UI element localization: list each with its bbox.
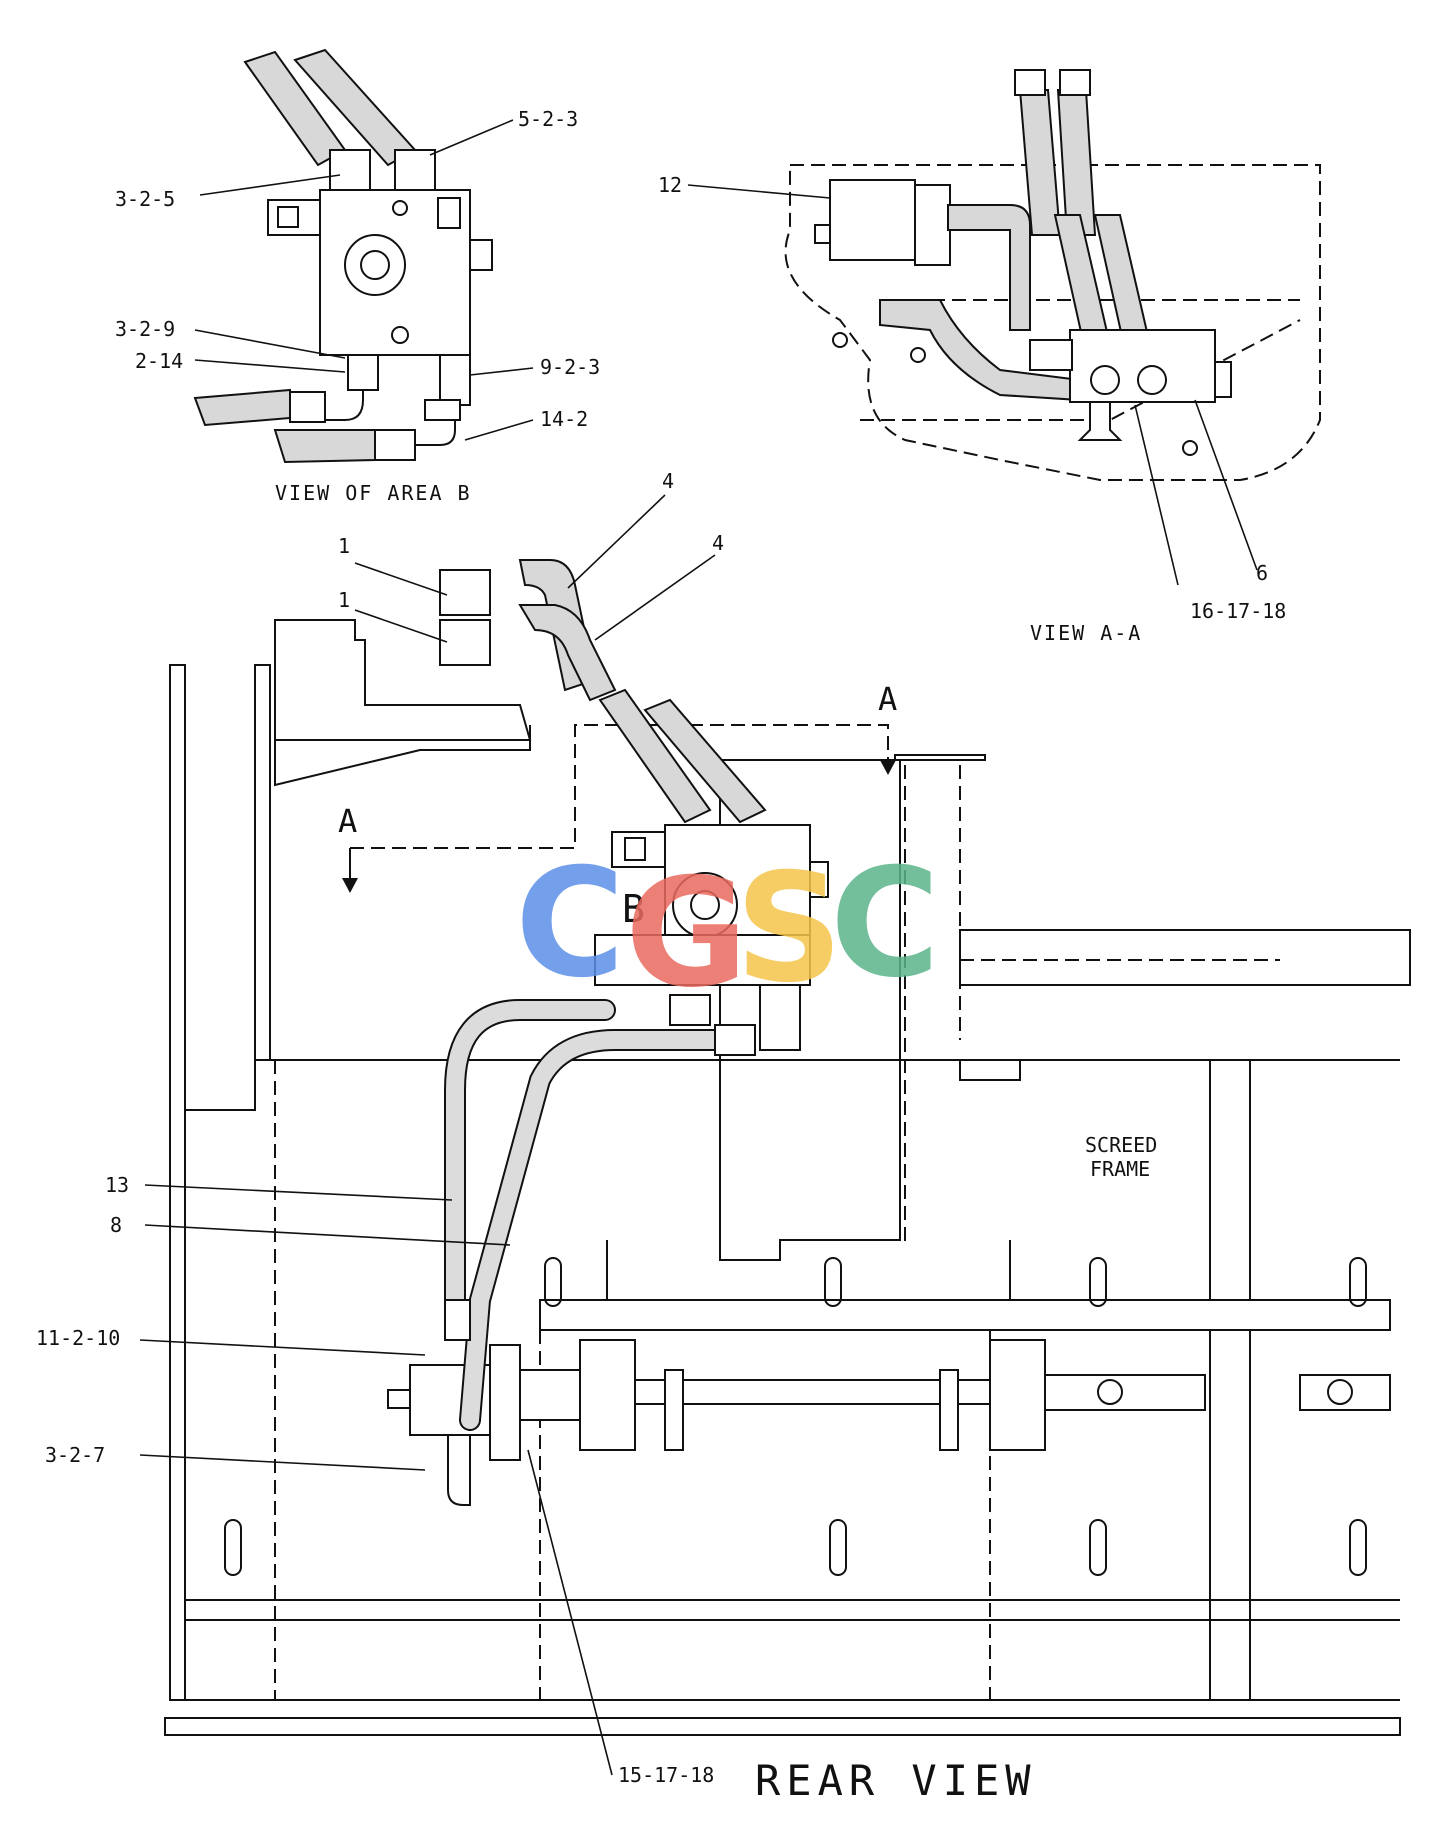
frame-left-column bbox=[169, 664, 186, 1701]
watermark-letter-s: S bbox=[735, 842, 843, 1016]
solenoid-area-b bbox=[267, 199, 321, 236]
fitting-item-1-b bbox=[439, 619, 491, 666]
callout-14-2: 14-2 bbox=[540, 407, 588, 431]
screed-frame-panel bbox=[719, 759, 901, 1261]
fitting-item-1-a bbox=[439, 569, 491, 616]
callout-5-2-3: 5-2-3 bbox=[518, 107, 578, 131]
section-line-a-a bbox=[350, 724, 889, 849]
callout-11-2-10: 11-2-10 bbox=[36, 1326, 120, 1350]
section-marker-right: A bbox=[878, 680, 903, 718]
bearing-housing-right bbox=[989, 1339, 1046, 1451]
watermark-logo: C G S C bbox=[515, 837, 940, 1021]
shaft-frame-rail bbox=[539, 1299, 1391, 1331]
callout-9-2-3: 9-2-3 bbox=[540, 355, 600, 379]
callout-4-a: 4 bbox=[662, 469, 674, 493]
callout-3-2-7: 3-2-7 bbox=[45, 1443, 105, 1467]
caption-rear-view: REAR VIEW bbox=[755, 1756, 1037, 1805]
callout-4-b: 4 bbox=[712, 531, 724, 555]
pump-view-a-a bbox=[829, 179, 916, 261]
callout-1-a: 1 bbox=[338, 534, 350, 558]
callout-2-14: 2-14 bbox=[135, 349, 183, 373]
callout-12: 12 bbox=[658, 173, 682, 197]
callout-15-17-18: 15-17-18 bbox=[618, 1763, 714, 1787]
caption-view-area-b: VIEW OF AREA B bbox=[275, 481, 472, 505]
caption-view-a-a: VIEW A-A bbox=[1030, 621, 1142, 645]
callout-1-b: 1 bbox=[338, 588, 350, 612]
connector-area-b bbox=[437, 197, 461, 229]
callout-16-17-18: 16-17-18 bbox=[1190, 599, 1286, 623]
area-marker-b: B bbox=[622, 887, 651, 931]
view-a-a: 12 6 16-17-18 VIEW A-A bbox=[658, 69, 1321, 645]
hose-area-b-low-2 bbox=[273, 429, 376, 464]
callout-3-2-5: 3-2-5 bbox=[115, 187, 175, 211]
callout-3-2-9: 3-2-9 bbox=[115, 317, 175, 341]
section-marker-left: A bbox=[338, 802, 363, 840]
valve-knob-area-b bbox=[344, 234, 406, 296]
callout-8: 8 bbox=[110, 1213, 122, 1237]
callout-6: 6 bbox=[1256, 561, 1268, 585]
frame-outline-view-a-a bbox=[784, 164, 1321, 481]
watermark-letter-g: G bbox=[625, 847, 748, 1021]
screed-frame-label-2: FRAME bbox=[1090, 1157, 1150, 1181]
bearing-housing-left bbox=[579, 1339, 636, 1451]
drive-shaft bbox=[634, 1379, 991, 1405]
watermark-letter-c1: C bbox=[515, 837, 625, 1011]
hose-area-b-low-1 bbox=[193, 388, 291, 427]
hose-upper-2 bbox=[518, 604, 617, 702]
rear-view: A A SCREED FRAME bbox=[36, 469, 1411, 1805]
callout-13: 13 bbox=[105, 1173, 129, 1197]
view-area-b: 5-2-3 3-2-5 3-2-9 2-14 9-2-3 14-2 VIEW O… bbox=[115, 48, 600, 505]
hose-view-a-a-2 bbox=[1056, 89, 1097, 236]
screed-frame-label-1: SCREED bbox=[1085, 1133, 1157, 1157]
universal-joint bbox=[1044, 1374, 1206, 1411]
watermark-letter-c2: C bbox=[830, 837, 940, 1011]
